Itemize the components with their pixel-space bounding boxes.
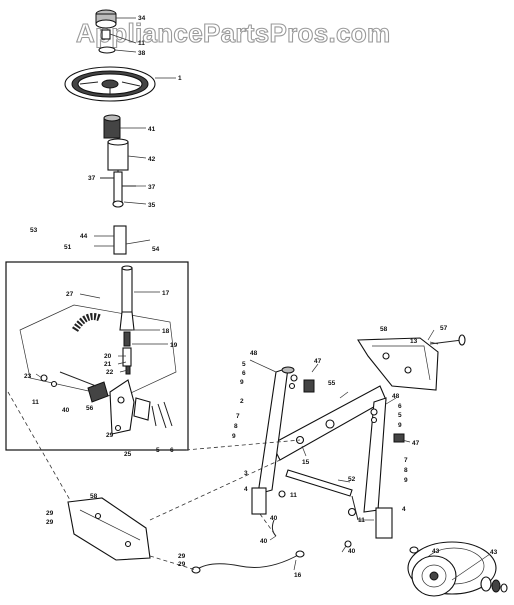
callout-9: 9: [398, 422, 402, 429]
callout-29: 29: [106, 432, 114, 439]
callout-53: 53: [30, 227, 38, 234]
callout-43: 43: [432, 548, 440, 555]
callout-29: 29: [46, 519, 54, 526]
assembly-guide-lines: [7, 391, 301, 571]
frame-bracket: [67, 497, 151, 561]
callout-43: 43: [490, 549, 498, 556]
callout-40: 40: [260, 538, 268, 545]
callout-1: 1: [178, 75, 182, 82]
callout-5: 5: [156, 447, 160, 454]
callout-15: 15: [302, 459, 310, 466]
callout-54: 54: [152, 246, 160, 253]
callout-40: 40: [62, 407, 70, 414]
callout-11: 11: [358, 517, 365, 524]
callout-8: 8: [404, 467, 408, 474]
callout-38: 38: [138, 50, 146, 57]
callout-7: 7: [236, 413, 240, 420]
callout-5: 5: [398, 412, 402, 419]
callout-8: 8: [234, 423, 238, 430]
callout-58: 58: [380, 326, 388, 333]
callout-4: 4: [402, 506, 406, 513]
callout-57: 57: [440, 325, 448, 332]
callout-18: 18: [162, 328, 170, 335]
steering-column-assembly: [64, 9, 156, 255]
callout-37: 37: [88, 175, 96, 182]
callout-56: 56: [86, 405, 94, 412]
callout-17: 17: [162, 290, 170, 297]
callout-3: 3: [244, 470, 248, 477]
callout-29: 29: [178, 553, 186, 560]
callout-58: 58: [90, 493, 98, 500]
callout-51: 51: [64, 244, 72, 251]
callout-6: 6: [242, 370, 246, 377]
callout-9: 9: [240, 379, 244, 386]
callout-7: 7: [404, 457, 408, 464]
callout-13: 13: [410, 338, 418, 345]
callout-47: 47: [314, 358, 322, 365]
callout-6: 6: [170, 447, 174, 454]
callout-41: 41: [148, 126, 156, 133]
callout-29: 29: [46, 510, 54, 517]
callout-6: 6: [398, 403, 402, 410]
callout-37: 37: [148, 184, 156, 191]
callout-47: 47: [412, 440, 420, 447]
callout-4: 4: [244, 486, 248, 493]
callout-11: 11: [138, 40, 145, 47]
callout-52: 52: [348, 476, 356, 483]
callout-9: 9: [232, 433, 236, 440]
callout-11: 11: [32, 399, 39, 406]
watermark-text: AppliancePartsPros.com: [76, 18, 390, 48]
callout-34: 34: [138, 15, 146, 22]
callout-21: 21: [104, 361, 112, 368]
front-axle-assembly: [67, 334, 508, 597]
steering-gear-inset: [5, 261, 189, 451]
callout-5: 5: [242, 361, 246, 368]
callout-48: 48: [250, 350, 258, 357]
callout-25: 25: [124, 451, 132, 458]
callout-29: 29: [178, 561, 186, 568]
callout-11: 11: [290, 492, 297, 499]
callout-23: 23: [24, 373, 32, 380]
leader-lines: [35, 17, 491, 581]
callout-55: 55: [328, 380, 336, 387]
callout-20: 20: [104, 353, 112, 360]
callout-42: 42: [148, 156, 156, 163]
callout-27: 27: [66, 291, 74, 298]
callout-22: 22: [106, 369, 114, 376]
callout-19: 19: [170, 342, 178, 349]
callout-2: 2: [240, 398, 244, 405]
callout-16: 16: [294, 572, 302, 579]
callout-40: 40: [270, 515, 278, 522]
axle-bracket: [357, 337, 439, 391]
callout-9: 9: [404, 477, 408, 484]
callout-44: 44: [80, 233, 88, 240]
callout-35: 35: [148, 202, 156, 209]
inset-frame: [5, 261, 189, 451]
callout-48: 48: [392, 393, 400, 400]
callout-40: 40: [348, 548, 356, 555]
